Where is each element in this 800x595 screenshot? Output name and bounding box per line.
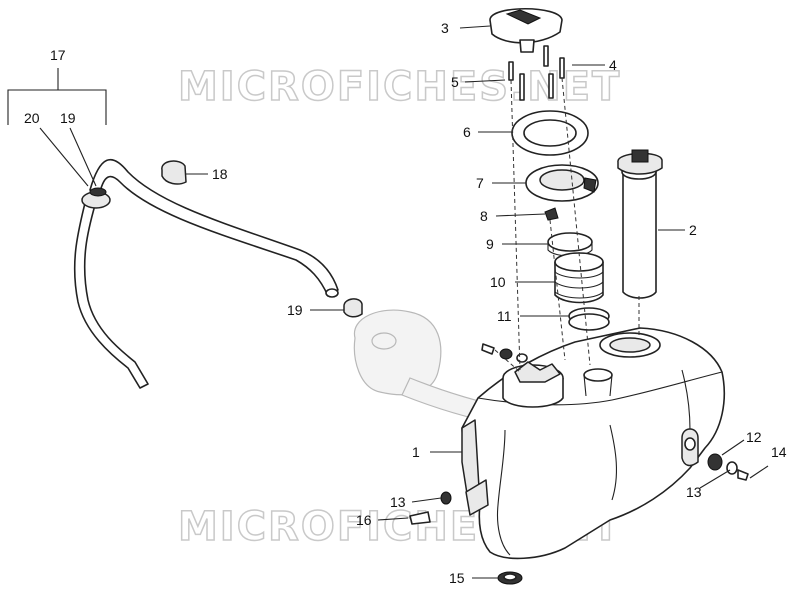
callout-13-right: 13	[686, 484, 702, 500]
hose-clip	[161, 160, 187, 185]
left-bolt-washer	[409, 491, 452, 525]
hose-fitting-lower	[343, 298, 363, 318]
callout-3: 3	[441, 20, 449, 36]
ring-clamp	[568, 307, 610, 331]
grommet	[497, 571, 523, 585]
callout-labels: 3 4 5 6 7 8 9 10 11 2 1 12 14 13 13 16 1…	[24, 20, 787, 586]
callout-6: 6	[463, 124, 471, 140]
leader-lines	[7, 25, 769, 579]
callout-8: 8	[480, 208, 488, 224]
bellows-hose	[554, 252, 604, 304]
callout-19-upper: 19	[60, 110, 76, 126]
callout-17: 17	[50, 47, 66, 63]
cap-screws	[508, 45, 565, 101]
callout-2: 2	[689, 222, 697, 238]
breather-hose	[73, 158, 339, 389]
callout-4: 4	[609, 57, 617, 73]
callout-19-lower: 19	[287, 302, 303, 318]
callout-16: 16	[356, 512, 372, 528]
fuel-tank	[461, 327, 725, 560]
callout-5: 5	[451, 74, 459, 90]
callout-1: 1	[412, 444, 420, 460]
fuel-cap	[489, 8, 563, 53]
callout-13-left: 13	[390, 494, 406, 510]
assembly-lines	[494, 77, 640, 373]
callout-12: 12	[746, 429, 762, 445]
hose-fitting-top	[81, 187, 111, 209]
callout-14: 14	[771, 444, 787, 460]
callout-7: 7	[476, 175, 484, 191]
watermark-top: MICROFICHES.NET	[178, 64, 621, 110]
fuel-level-sender	[617, 149, 663, 299]
callout-18: 18	[212, 166, 228, 182]
callout-11: 11	[497, 308, 512, 324]
side-bolt-washers	[707, 453, 749, 481]
callout-9: 9	[486, 236, 494, 252]
callout-20: 20	[24, 110, 40, 126]
pump-flange	[525, 164, 599, 202]
callout-15: 15	[449, 570, 465, 586]
ring-plate	[511, 110, 589, 156]
callout-10: 10	[490, 274, 506, 290]
small-clip	[544, 207, 559, 221]
tank-top-bolts	[481, 343, 528, 363]
